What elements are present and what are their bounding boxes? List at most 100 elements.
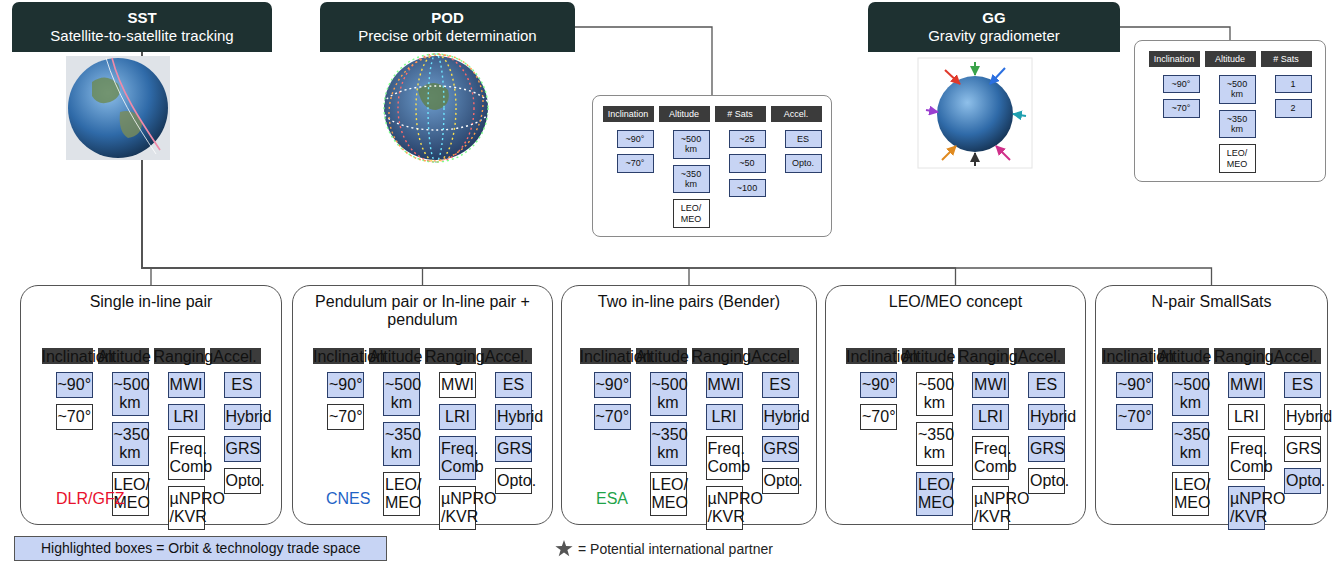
column-header: Accel. xyxy=(481,348,532,364)
option-label: MWI xyxy=(974,376,1007,394)
option-label: ~70° xyxy=(1118,408,1151,426)
option-box: ~350 km xyxy=(673,165,710,194)
option-label: ~500 km xyxy=(1221,79,1254,100)
column-label: Altitude xyxy=(636,348,687,366)
option-box: ~90° xyxy=(594,372,631,398)
option-label: LRI xyxy=(708,408,741,426)
option-box: ~90° xyxy=(1163,75,1200,93)
column-header: Ranging xyxy=(154,348,205,364)
option-box: µNPRO /KVR xyxy=(439,486,476,530)
option-label: Opto. xyxy=(497,472,530,490)
option-label: Hybrid xyxy=(1030,408,1063,426)
column-label: Inclination xyxy=(580,348,631,366)
option-box: ~100 xyxy=(729,179,766,197)
option-label: ~90° xyxy=(862,376,895,394)
option-box: GRS xyxy=(495,436,532,462)
option-label: LEO/ MEO xyxy=(675,203,708,224)
option-label: ~70° xyxy=(596,408,629,426)
option-box: ~500 km xyxy=(383,372,420,416)
option-box: ~350 km xyxy=(1172,422,1209,466)
column-label: Ranging xyxy=(425,348,476,366)
option-label: ~90° xyxy=(596,376,629,394)
option-box: µNPRO /KVR xyxy=(1228,486,1265,530)
option-box: LEO/ MEO xyxy=(1172,472,1209,516)
option-label: 2 xyxy=(1277,103,1310,113)
option-label: ES xyxy=(497,376,530,394)
option-box: MWI xyxy=(168,372,205,398)
column-header: Inclination xyxy=(603,106,654,122)
column-label: Altitude xyxy=(1158,348,1209,366)
column-header: Inclination xyxy=(313,348,364,364)
option-box: ~90° xyxy=(56,372,93,398)
option-label: ~25 xyxy=(731,134,764,144)
concept-title: LEO/MEO concept xyxy=(834,293,1077,311)
option-box: Freq. Comb xyxy=(439,436,476,480)
technique-name: Satellite-to-satellite tracking xyxy=(50,27,233,45)
column-label: Altitude xyxy=(1205,51,1256,67)
option-box: 2 xyxy=(1275,99,1312,117)
option-label: GRS xyxy=(226,440,259,458)
pod-globe xyxy=(374,42,497,175)
column-label: Accel. xyxy=(481,348,532,366)
column-header: Ranging xyxy=(1214,348,1265,364)
option-label: MWI xyxy=(708,376,741,394)
option-box: 1 xyxy=(1275,75,1312,93)
option-box: LRI xyxy=(168,404,205,430)
tree-connector xyxy=(142,52,423,285)
legend-star xyxy=(554,539,574,559)
partner-label: DLR/GFZ xyxy=(56,490,124,508)
column-header: Inclination xyxy=(846,348,897,364)
column-label: # Sats xyxy=(715,106,766,122)
option-box: MWI xyxy=(1228,372,1265,398)
option-box: ES xyxy=(785,130,822,148)
option-box: ~70° xyxy=(1116,404,1153,430)
option-box: ~350 km xyxy=(112,422,149,466)
option-box: ES xyxy=(495,372,532,398)
option-box: Hybrid xyxy=(1028,404,1065,430)
option-label: ~90° xyxy=(329,376,362,394)
option-label: ~500 km xyxy=(114,376,147,412)
column-header: Altitude xyxy=(659,106,710,122)
column-header: Accel. xyxy=(210,348,261,364)
option-box: LRI xyxy=(1228,404,1265,430)
option-box: ~500 km xyxy=(916,372,953,416)
option-label: µNPRO /KVR xyxy=(441,490,474,526)
option-label: ~350 km xyxy=(675,169,708,190)
option-label: ~500 km xyxy=(1174,376,1207,412)
option-box: ~70° xyxy=(617,154,654,172)
option-label: Opto. xyxy=(764,472,797,490)
option-box: ~350 km xyxy=(1219,110,1256,139)
column-header: Altitude xyxy=(98,348,149,364)
option-box: MWI xyxy=(706,372,743,398)
option-box: Opto. xyxy=(495,468,532,494)
option-box: ~350 km xyxy=(916,422,953,466)
option-box: GRS xyxy=(762,436,799,462)
option-box: LEO/ MEO xyxy=(1219,144,1256,173)
column-label: Ranging xyxy=(154,348,205,366)
tree-connector xyxy=(575,27,712,95)
option-label: Freq. Comb xyxy=(708,440,741,476)
option-label: ~90° xyxy=(1165,79,1198,89)
column-label: Inclination xyxy=(42,348,93,366)
column-header: Inclination xyxy=(1102,348,1153,364)
sst-globe xyxy=(66,56,170,160)
option-box: ~350 km xyxy=(383,422,420,466)
option-label: Hybrid xyxy=(497,408,530,426)
column-label: Inclination xyxy=(603,106,654,122)
column-header: Altitude xyxy=(1205,51,1256,67)
option-box: ~70° xyxy=(1163,99,1200,117)
option-box: ~350 km xyxy=(650,422,687,466)
option-box: MWI xyxy=(972,372,1009,398)
column-header: Ranging xyxy=(692,348,743,364)
option-label: ~100 xyxy=(731,183,764,193)
option-box: LEO/ MEO xyxy=(383,472,420,516)
column-header: Accel. xyxy=(1014,348,1065,364)
option-box: µNPRO /KVR xyxy=(706,486,743,530)
technique-acronym: POD xyxy=(431,9,464,27)
technique-header: GGGravity gradiometer xyxy=(868,2,1120,52)
option-label: LEO/ MEO xyxy=(385,476,418,512)
option-box: GRS xyxy=(224,436,261,462)
column-label: Altitude xyxy=(369,348,420,366)
concept-box: N-pair SmallSatsInclination~90°~70°Altit… xyxy=(1095,285,1328,525)
tree-connector xyxy=(142,52,956,285)
